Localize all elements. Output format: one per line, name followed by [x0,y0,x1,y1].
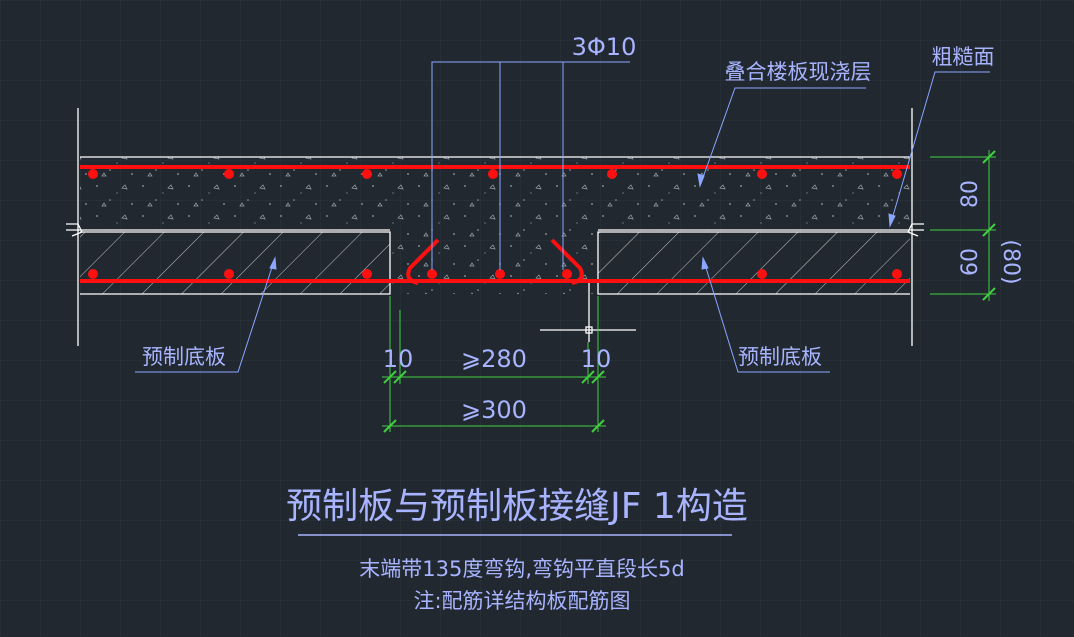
dim-tick [581,370,595,384]
rebar-callout-label: 3Φ10 [572,33,637,61]
dim-tick [982,287,996,301]
dim-tick [383,419,397,433]
precast-left-label: 预制底板 [142,345,226,369]
leaders [135,61,990,373]
centerline-marker-box [585,326,593,334]
dim-tick [982,150,996,164]
slab-section [66,108,924,346]
rebar-dot [488,169,498,179]
hook-right [550,238,584,285]
dim-80-paren-label: (80) [998,239,1023,284]
drawing-title: 预制板与预制板接缝JF 1构造 [286,486,748,527]
rough-surface-label: 粗糙面 [932,45,995,69]
rebar-dot [362,269,372,279]
joint-fill [390,228,598,294]
precast-left-hatch [80,232,390,294]
dim-300-label: ⩾300 [461,396,527,424]
rebar-dot [607,169,617,179]
rebar-dot [88,169,98,179]
precast-right-leader [702,257,830,373]
callout-leader-frame [431,61,630,270]
dim-10-right-label: 10 [581,345,612,373]
dim-tick [591,370,605,384]
precast-left-leader [135,257,276,373]
arrowhead [701,256,709,270]
dim-10-left-label: 10 [383,345,414,373]
rebar-dot [757,269,767,279]
text-labels: 3Φ10 叠合楼板现浇层 粗糙面 预制底板 预制底板 80 60 (80) 10… [142,33,1023,613]
dim-tick [982,223,996,237]
rebar-dot [224,169,234,179]
rebar-dot [757,169,767,179]
precast-left-outline [80,231,391,295]
rebar-dot [562,269,572,279]
rough-surface-leader [889,71,990,227]
dim-tick [591,419,605,433]
dim-tick [383,370,397,384]
precast-right-hatch [598,232,910,294]
arrowhead [888,213,896,228]
note-line-1: 末端带135度弯钩,弯钩平直段长5d [359,557,684,581]
note-line-2: 注:配筋详结构板配筋图 [413,589,630,613]
rebar-dot [892,169,902,179]
precast-right-outline [597,231,910,295]
cast-layer-leader [699,87,866,187]
cast-layer-fill [80,157,910,230]
cast-layer-label: 叠合楼板现浇层 [725,60,872,84]
left-break-mark [66,223,83,237]
rebar-dot [224,269,234,279]
rebar-dot [495,269,505,279]
rebar-dot [427,269,437,279]
arrowhead [697,173,705,188]
dim-tick [393,370,407,384]
dim-80-label: 80 [958,180,983,208]
hook-left [406,238,440,285]
rebar-dot [892,269,902,279]
rebar-dot [362,169,372,179]
rebar-dot [88,269,98,279]
dim-60-label: 60 [958,248,983,276]
arrowhead [269,256,277,270]
right-break-mark [907,223,924,237]
dimensions [382,150,996,433]
dim-280-label: ⩾280 [461,345,527,373]
precast-right-label: 预制底板 [738,345,822,369]
